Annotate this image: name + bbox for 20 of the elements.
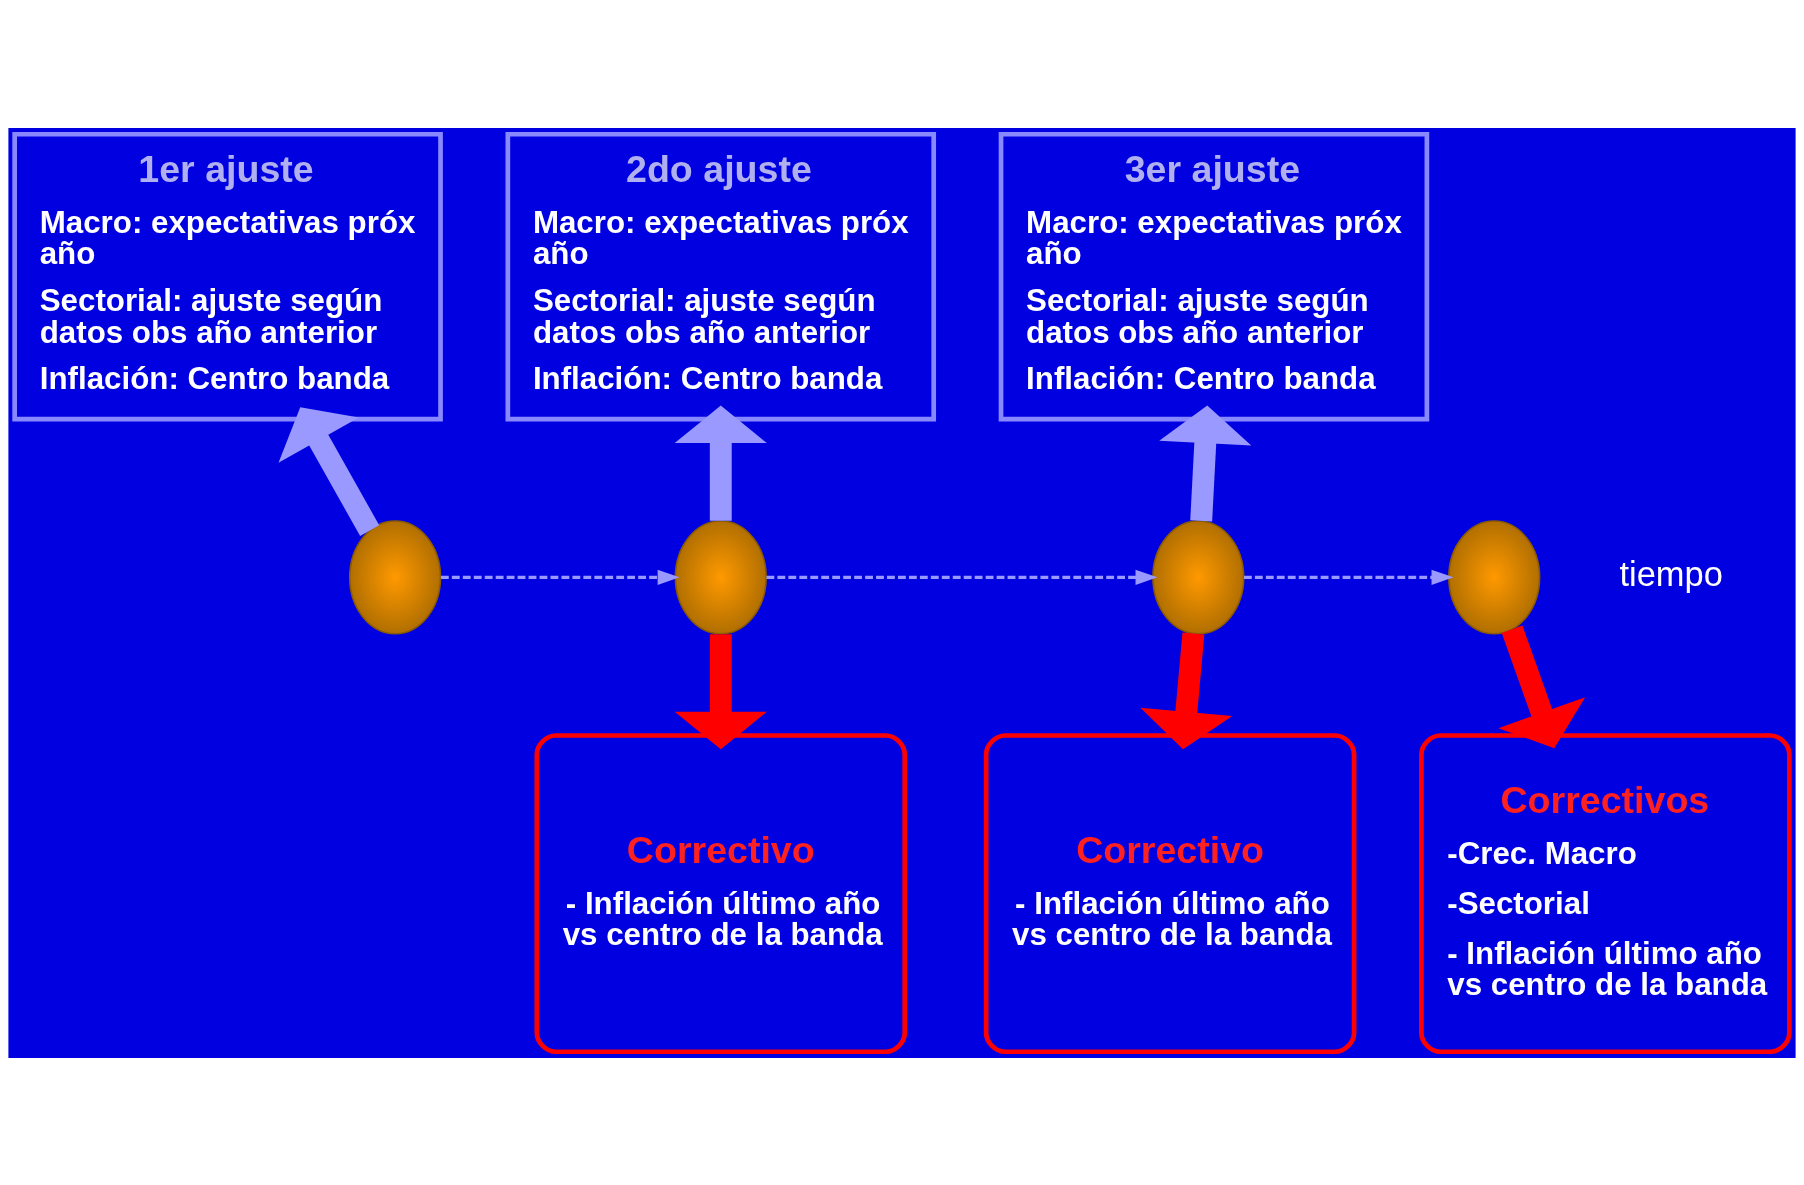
- arrow: [1140, 632, 1233, 749]
- arrow: [674, 633, 767, 749]
- arrow: [674, 405, 767, 521]
- node-box: Correctivo - Inflación último año vs centro de la banda: [534, 732, 908, 1054]
- arrow: [1159, 405, 1252, 521]
- node-box: Correctivos -Crec. Macro -Sectorial - Inflación último año vs centro de la banda: [1419, 732, 1792, 1054]
- arrow: [440, 569, 680, 585]
- arrow: [1243, 569, 1454, 585]
- node-box: 1er ajuste Macro: expectativas próx año Sectorial: ajuste según datos obs año anterior Inflación: Centro banda: [12, 131, 443, 422]
- node-ellipse: [674, 519, 767, 634]
- node-box: 2do ajuste Macro: expectativas próx año Sectorial: ajuste según datos obs año anterior Inflación: Centro banda: [505, 131, 937, 422]
- node-box: 3er ajuste Macro: expectativas próx año Sectorial: ajuste según datos obs año anterior Inflación: Centro banda: [998, 131, 1430, 422]
- arrow: [278, 406, 380, 536]
- node-box: Correctivo - Inflación último año vs centro de la banda: [983, 732, 1357, 1054]
- node-ellipse: [1152, 519, 1245, 634]
- label: tiempo: [1619, 554, 1723, 593]
- arrow: [1498, 625, 1586, 748]
- arrow: [766, 569, 1158, 585]
- node-ellipse: [1448, 519, 1541, 634]
- node-ellipse: [348, 519, 442, 634]
